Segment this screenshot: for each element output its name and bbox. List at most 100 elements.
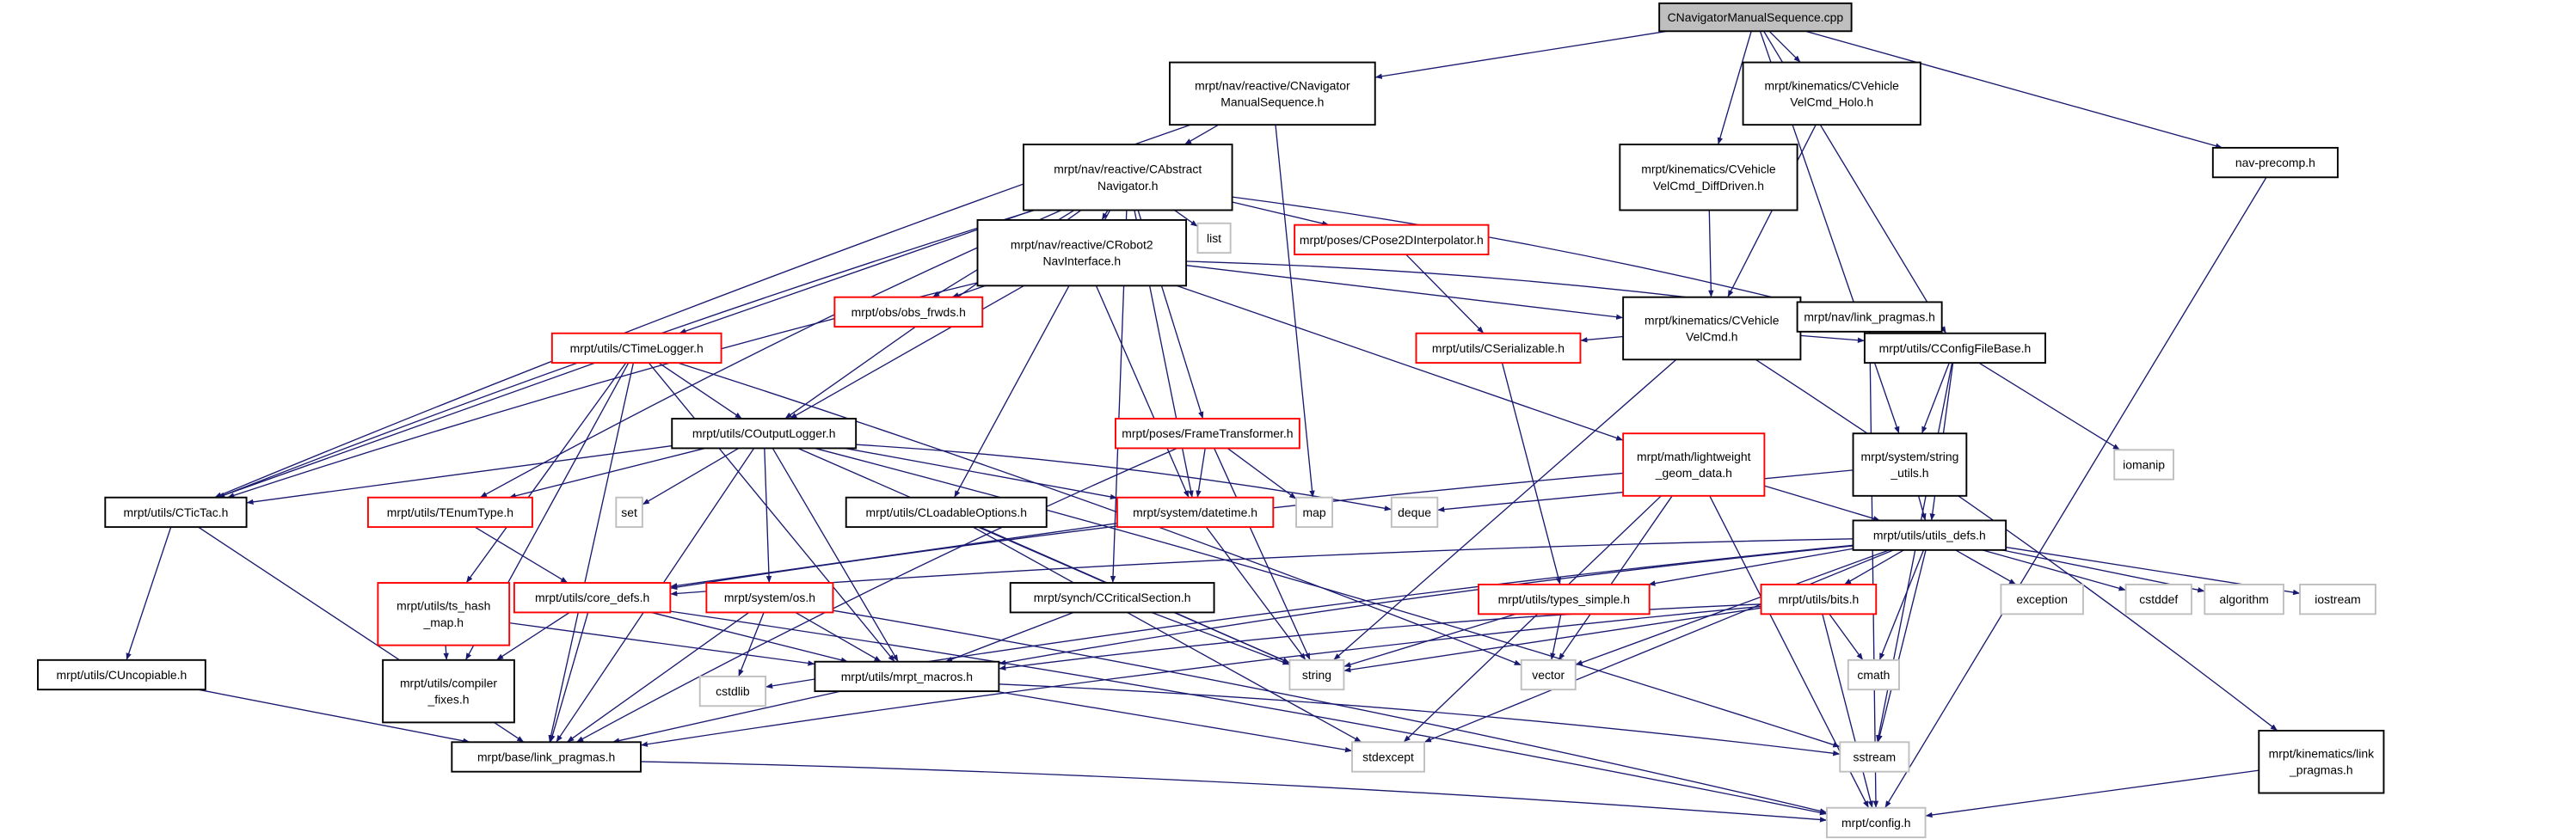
node-typesSimple[interactable]: mrpt/utils/types_simple.h [1478, 583, 1651, 615]
node-box[interactable] [1295, 496, 1334, 529]
node-set[interactable]: set [615, 496, 643, 529]
node-box[interactable] [1351, 741, 1425, 773]
node-box[interactable] [1520, 658, 1577, 691]
node-vector[interactable]: vector [1520, 658, 1577, 691]
node-tshash[interactable]: mrpt/utils/ts_hash_map.h [377, 582, 511, 646]
node-box[interactable] [1742, 61, 1921, 126]
node-box[interactable] [1478, 583, 1651, 615]
node-stdexcept[interactable]: stdexcept [1351, 741, 1425, 773]
node-box[interactable] [1863, 332, 2046, 364]
node-box[interactable] [1023, 144, 1233, 211]
node-box[interactable] [513, 582, 672, 614]
node-box[interactable] [814, 660, 1000, 693]
node-box[interactable] [1622, 432, 1766, 497]
node-box[interactable] [615, 496, 643, 529]
node-box[interactable] [1114, 418, 1300, 450]
node-algorithm[interactable]: algorithm [2204, 583, 2284, 615]
node-box[interactable] [1852, 519, 2007, 551]
node-box[interactable] [2000, 583, 2084, 615]
node-navLinkPragmas[interactable]: mrpt/nav/link_pragmas.h [1796, 301, 1943, 333]
node-frameTrans[interactable]: mrpt/poses/FrameTransformer.h [1114, 418, 1300, 450]
node-box[interactable] [1852, 432, 1968, 497]
node-list[interactable]: list [1196, 222, 1232, 254]
node-critical[interactable]: mrpt/synch/CCriticalSection.h [1009, 582, 1215, 614]
node-configFile[interactable]: mrpt/utils/CConfigFileBase.h [1863, 332, 2046, 364]
node-box[interactable] [1847, 658, 1900, 691]
node-box[interactable] [1116, 496, 1275, 529]
node-box[interactable] [2113, 449, 2174, 481]
node-box[interactable] [698, 675, 767, 707]
node-cmath[interactable]: cmath [1847, 658, 1900, 691]
node-map[interactable]: map [1295, 496, 1334, 529]
node-box[interactable] [382, 658, 515, 724]
node-navPrecomp[interactable]: nav-precomp.h [2211, 146, 2339, 179]
node-obsFrwds[interactable]: mrpt/obs/obs_frwds.h [833, 296, 984, 328]
node-box[interactable] [2204, 583, 2284, 615]
node-box[interactable] [1390, 496, 1439, 529]
node-box[interactable] [1009, 582, 1215, 614]
node-box[interactable] [1839, 741, 1910, 773]
node-ctictac[interactable]: mrpt/utils/CTicTac.h [104, 496, 248, 529]
node-box[interactable] [705, 582, 834, 614]
node-root[interactable]: CNavigatorManualSequence.cpp [1658, 2, 1853, 33]
node-tenum[interactable]: mrpt/utils/TEnumType.h [366, 496, 533, 529]
node-iostream[interactable]: iostream [2299, 583, 2376, 615]
node-mrptMacros[interactable]: mrpt/utils/mrpt_macros.h [814, 660, 1000, 693]
node-utilsDefs[interactable]: mrpt/utils/utils_defs.h [1852, 519, 2007, 551]
node-osh[interactable]: mrpt/system/os.h [705, 582, 834, 614]
node-exception[interactable]: exception [2000, 583, 2084, 615]
node-poseInterp[interactable]: mrpt/poses/CPose2DInterpolator.h [1294, 224, 1490, 256]
node-box[interactable] [2124, 583, 2192, 615]
node-box[interactable] [2258, 729, 2385, 794]
node-box[interactable] [451, 741, 642, 773]
node-iomanip[interactable]: iomanip [2113, 449, 2174, 481]
node-cstddef[interactable]: cstddef [2124, 583, 2192, 615]
node-string[interactable]: string [1288, 658, 1345, 691]
node-stringUtils[interactable]: mrpt/system/string_utils.h [1852, 432, 1968, 497]
node-cloadable[interactable]: mrpt/utils/CLoadableOptions.h [845, 496, 1048, 529]
node-box[interactable] [1619, 144, 1798, 211]
node-box[interactable] [1760, 583, 1878, 615]
node-outputLogger[interactable]: mrpt/utils/COutputLogger.h [671, 418, 858, 450]
node-box[interactable] [1622, 296, 1802, 361]
node-config[interactable]: mrpt/config.h [1826, 806, 1927, 839]
node-box[interactable] [104, 496, 248, 529]
node-box[interactable] [833, 296, 984, 328]
node-box[interactable] [671, 418, 858, 450]
node-baseLinkPragmas[interactable]: mrpt/base/link_pragmas.h [451, 741, 642, 773]
node-datetime[interactable]: mrpt/system/datetime.h [1116, 496, 1275, 529]
node-box[interactable] [1294, 224, 1490, 256]
node-coredefs[interactable]: mrpt/utils/core_defs.h [513, 582, 672, 614]
node-lightweight[interactable]: mrpt/math/lightweight_geom_data.h [1622, 432, 1766, 497]
node-box[interactable] [366, 496, 533, 529]
node-box[interactable] [1288, 658, 1345, 691]
node-bits[interactable]: mrpt/utils/bits.h [1760, 583, 1878, 615]
node-diffDriven[interactable]: mrpt/kinematics/CVehicleVelCmd_DiffDrive… [1619, 144, 1798, 211]
node-box[interactable] [1169, 61, 1376, 126]
node-box[interactable] [550, 332, 722, 364]
node-cserial[interactable]: mrpt/utils/CSerializable.h [1415, 332, 1582, 364]
node-cstdlib[interactable]: cstdlib [698, 675, 767, 707]
node-deque[interactable]: deque [1390, 496, 1439, 529]
node-box[interactable] [2299, 583, 2376, 615]
node-box[interactable] [37, 658, 206, 691]
node-ctimeLogger[interactable]: mrpt/utils/CTimeLogger.h [550, 332, 722, 364]
node-compilerFixes[interactable]: mrpt/utils/compiler_fixes.h [382, 658, 515, 724]
node-box[interactable] [1826, 806, 1927, 839]
node-box[interactable] [377, 582, 511, 646]
node-box[interactable] [1658, 2, 1853, 33]
node-box[interactable] [1796, 301, 1943, 333]
node-navManual[interactable]: mrpt/nav/reactive/CNavigatorManualSequen… [1169, 61, 1376, 126]
node-box[interactable] [2211, 146, 2339, 179]
node-box[interactable] [976, 218, 1188, 287]
node-cuncopiable[interactable]: mrpt/utils/CUncopiable.h [37, 658, 206, 691]
node-sstream[interactable]: sstream [1839, 741, 1910, 773]
node-box[interactable] [1415, 332, 1582, 364]
node-kinLinkPragmas[interactable]: mrpt/kinematics/link_pragmas.h [2258, 729, 2385, 794]
node-box[interactable] [845, 496, 1048, 529]
node-box[interactable] [1196, 222, 1232, 254]
